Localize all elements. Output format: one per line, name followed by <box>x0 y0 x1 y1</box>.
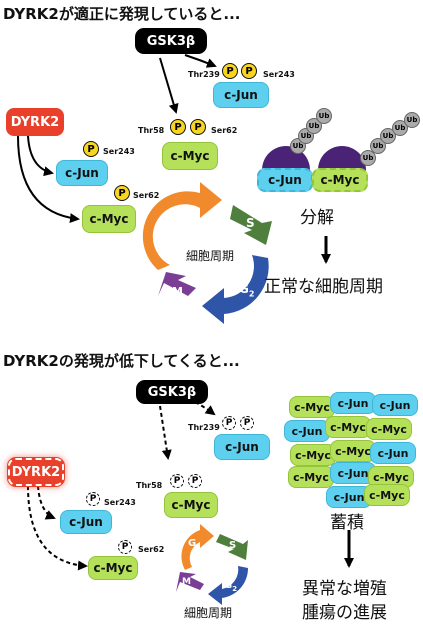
ser62-label-top: Ser62 <box>211 126 238 135</box>
cmyc-box-dyrk-top: c-Myc <box>82 205 136 233</box>
cjun-accumulated: c-Jun <box>284 420 330 442</box>
dashed-p-circle: P <box>86 492 100 506</box>
cmyc-box-gsk-top: c-Myc <box>162 142 218 170</box>
phase-arrow-g1-small <box>181 524 214 570</box>
phase-s-label: S <box>246 216 255 230</box>
cjun-accumulated: c-Jun <box>330 462 376 484</box>
cmyc-accumulated: c-Myc <box>368 466 414 488</box>
gsk3b-box-top: GSK3β <box>135 28 207 54</box>
cmyc-box-gsk-bottom: c-Myc <box>164 492 218 518</box>
cjun-accumulated: c-Jun <box>326 486 372 508</box>
thr239-label-top: Thr239 <box>188 70 220 79</box>
cmyc-accumulated: c-Myc <box>289 396 335 418</box>
phase-arrow-g2-small <box>208 566 249 605</box>
outcome-line2: 腫瘍の進展 <box>302 603 387 623</box>
cmyc-accumulated: c-Myc <box>330 440 376 462</box>
dashed-p-circle: P <box>118 540 132 554</box>
phase-g2-label: G2 <box>239 282 255 299</box>
cjun-box-dyrk-top: c-Jun <box>56 160 108 186</box>
ubiquitin-circle: Ub <box>392 120 408 136</box>
phase-g1-label-small: G1 <box>188 538 202 551</box>
thr239-label-bottom: Thr239 <box>188 423 220 432</box>
phospho-p-circle: P <box>170 119 186 135</box>
arrow-dashed-dyrk-to-cjun <box>37 485 56 520</box>
top-cell-cycle-graphic <box>142 182 272 324</box>
cmyc-accumulated: c-Myc <box>364 484 410 506</box>
phase-g2-label-small: G2 <box>224 580 238 593</box>
phospho-p-circle: P <box>83 141 99 157</box>
arrow-dyrk-to-cjun <box>27 135 54 177</box>
gsk3b-box-bottom: GSK3β <box>136 380 208 404</box>
bottom-cell-cycle-graphic <box>176 524 249 605</box>
ser243-label-top: Ser243 <box>263 70 295 79</box>
ser243-label-dyrk-top: Ser243 <box>103 147 135 156</box>
phase-arrow-m <box>158 272 196 296</box>
cmyc-accumulated: c-Myc <box>290 444 336 466</box>
cmyc-box-dyrk-bottom: c-Myc <box>88 556 138 580</box>
normal-cycle-label: 正常な細胞周期 <box>264 277 383 297</box>
top-heading: DYRK2が適正に発現していると... <box>3 5 241 23</box>
ubiquitin-circle: Ub <box>380 128 396 144</box>
cell-cycle-label-top: 細胞周期 <box>186 249 235 263</box>
dyrk2-box-bottom-dashed: DYRK2 <box>8 458 64 486</box>
ubiquitin-circle: Ub <box>316 108 332 124</box>
cmyc-accumulated: c-Myc <box>325 416 371 438</box>
cmyc-accumulated: c-Myc <box>288 466 334 488</box>
thr58-label-top: Thr58 <box>138 126 165 135</box>
phase-s-label-small: S <box>229 540 237 551</box>
arrow-gsk-to-cmyc <box>159 57 179 114</box>
phase-arrow-s-small <box>216 534 248 560</box>
ser62-label-bottom: Ser62 <box>138 545 165 554</box>
ser243-label-bottom: Ser243 <box>104 498 136 507</box>
accumulation-label: 蓄積 <box>330 513 364 533</box>
cjun-accumulated: c-Jun <box>372 394 418 416</box>
phospho-p-circle: P <box>222 63 238 79</box>
phospho-p-circle: P <box>190 119 206 135</box>
arrow-dashed-dyrk-to-cmyc <box>27 485 88 571</box>
phase-m-label-small: M <box>182 577 191 587</box>
phase-arrow-g2 <box>202 255 269 324</box>
phospho-p-circle: P <box>241 63 257 79</box>
phase-arrow-m-small <box>176 572 204 592</box>
ubiquitin-circle: Ub <box>360 150 376 166</box>
bottom-heading: DYRK2の発現が低下してくると... <box>3 352 240 370</box>
phase-m-label: M <box>172 285 183 298</box>
thr58-label-bottom: Thr58 <box>136 481 163 490</box>
phase-arrow-s <box>230 205 272 245</box>
ser62-label-dyrk-top: Ser62 <box>133 191 160 200</box>
outcome-line1: 異常な増殖 <box>302 579 387 599</box>
ubiquitin-circle: Ub <box>404 112 420 128</box>
phase-arrow-g1 <box>142 182 222 270</box>
dashed-p-circle: P <box>188 474 202 488</box>
cjun-box-gsk-top: c-Jun <box>213 82 269 108</box>
dashed-p-circle: P <box>240 416 254 430</box>
arrow-dashed-gsk-to-cmyc <box>159 405 172 460</box>
dyrk2-box-top: DYRK2 <box>6 108 64 136</box>
arrow-dyrk-to-cmyc <box>17 135 80 224</box>
phase-g1-label: G1 <box>160 212 177 229</box>
degradation-label: 分解 <box>300 208 334 228</box>
cjun-accumulated: c-Jun <box>330 392 376 414</box>
cjun-box-gsk-bottom: c-Jun <box>214 434 270 460</box>
dashed-p-circle: P <box>222 416 236 430</box>
cell-cycle-label-bottom: 細胞周期 <box>184 606 233 620</box>
dashed-p-circle: P <box>170 474 184 488</box>
cjun-box-dyrk-bottom: c-Jun <box>60 510 112 534</box>
cjun-accumulated: c-Jun <box>370 442 416 464</box>
cjun-degraded: c-Jun <box>257 168 313 192</box>
cmyc-accumulated: c-Myc <box>366 418 412 440</box>
phospho-p-circle: P <box>114 185 130 201</box>
arrow-gsk-to-cjun <box>184 54 217 68</box>
cmyc-degraded: c-Myc <box>312 168 368 192</box>
